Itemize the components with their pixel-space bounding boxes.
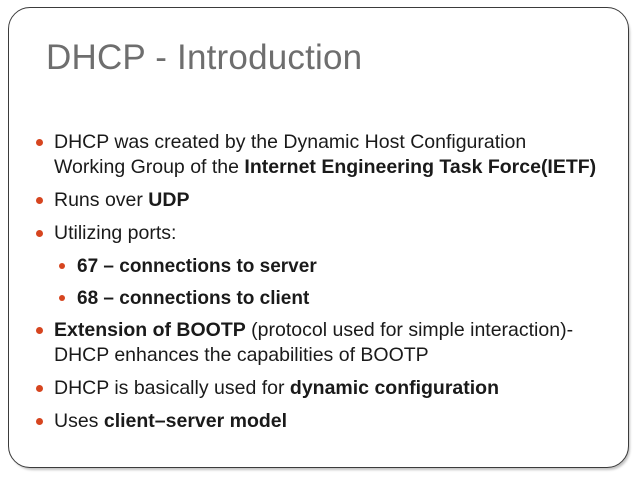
bullet-text-line2-plain: Working Group of the — [54, 156, 245, 178]
page-title: DHCP - Introduction — [46, 38, 363, 77]
bullet-text-bold: dynamic configuration — [289, 377, 500, 399]
sub-bullet-list-ports: 67 – connections to server 68 – connecti… — [36, 254, 602, 311]
bullet-text-line2-bold: Internet Engineering Task Force(IETF) — [244, 156, 597, 178]
sub-bullet-text: 67 – connections to server — [77, 256, 317, 277]
sub-bullet-dot-icon — [59, 263, 65, 269]
bullet-created-by: DHCP was created by the Dynamic Host Con… — [36, 130, 602, 180]
bullet-dot-icon — [36, 327, 43, 334]
slide-frame-border — [8, 7, 629, 468]
bullet-dot-icon — [36, 230, 43, 237]
bullet-dot-icon — [36, 139, 43, 146]
slide-body-bullet-list: DHCP was created by the Dynamic Host Con… — [36, 130, 602, 442]
bullet-extension-bootp: Extension of BOOTP (protocol used for si… — [36, 318, 602, 368]
bullet-runs-over-udp: Runs over UDP — [36, 188, 602, 213]
bullet-text-bold: client–server model — [103, 410, 288, 432]
bullet-text-plain: (protocol used for simple interaction)- … — [54, 319, 574, 366]
bullet-text-plain: Uses — [54, 410, 104, 432]
sub-bullet-port-67: 67 – connections to server — [59, 254, 602, 279]
bullet-dynamic-configuration: DHCP is basically used for dynamic confi… — [36, 376, 602, 401]
bullet-text-line1: DHCP was created by the Dynamic Host Con… — [54, 131, 527, 153]
sub-bullet-dot-icon — [59, 295, 65, 301]
bullet-text-plain: DHCP is basically used for — [54, 377, 290, 399]
sub-bullet-text: 68 – connections to client — [77, 288, 310, 309]
bullet-dot-icon — [36, 418, 43, 425]
bullet-text-bold: UDP — [148, 189, 190, 211]
sub-bullet-port-68: 68 – connections to client — [59, 286, 602, 311]
bullet-dot-icon — [36, 197, 43, 204]
bullet-client-server-model: Uses client–server model — [36, 409, 602, 434]
bullet-text-plain: Runs over — [54, 189, 149, 211]
bullet-text-plain: Utilizing ports: — [54, 222, 177, 244]
bullet-dot-icon — [36, 385, 43, 392]
bullet-utilizing-ports: Utilizing ports: — [36, 221, 602, 246]
bullet-text-bold: Extension of BOOTP — [54, 319, 246, 341]
